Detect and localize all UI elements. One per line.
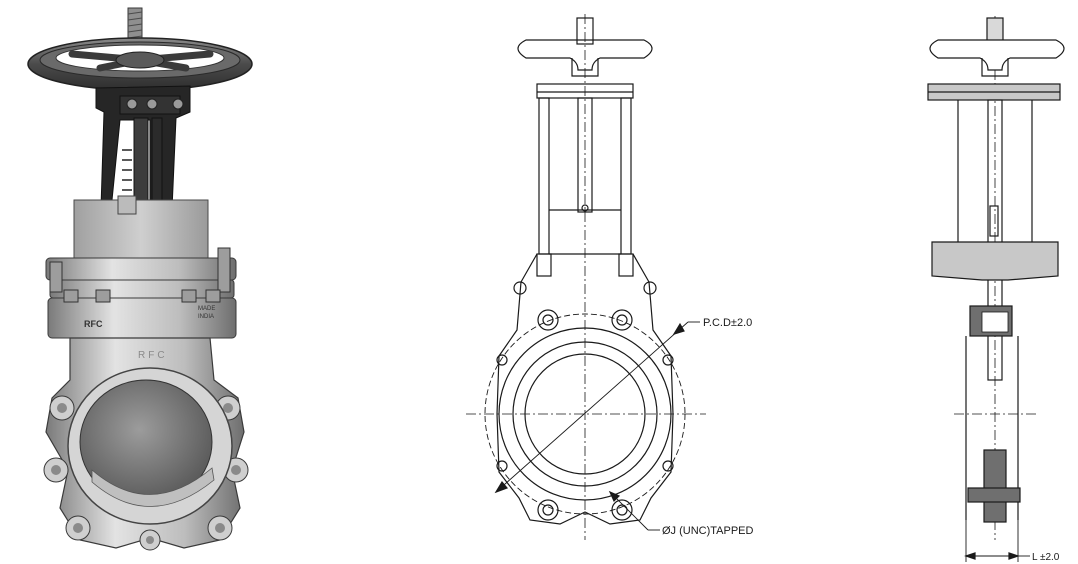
- plate-line2: INDIA: [198, 314, 214, 320]
- pcd-dimension-line: [495, 321, 689, 493]
- side-bottom-bolt: [983, 449, 1007, 523]
- front-handwheel: [517, 39, 653, 71]
- front-stem: [577, 97, 593, 213]
- plate-line1: MADE: [198, 306, 215, 312]
- body-letters: RFC: [138, 350, 168, 361]
- front-centerlines: [466, 14, 706, 540]
- stem-spring: [117, 149, 137, 215]
- tapped-label: ØJ (UNC)TAPPED: [662, 525, 754, 537]
- front-mid-ring: [512, 341, 658, 487]
- packing-gland: RFC MADE INDIA: [45, 247, 237, 339]
- side-bottom-flange: [967, 487, 1021, 503]
- front-outer-ring: [498, 327, 672, 501]
- handwheel: [27, 37, 253, 91]
- front-lug-holes: [496, 309, 674, 521]
- front-stem-top: [576, 17, 594, 45]
- front-pcd-circle: [484, 313, 686, 515]
- length-label: L ±2.0: [1032, 552, 1060, 563]
- front-yoke-right-post: [620, 97, 632, 255]
- side-bonnet-section: [931, 241, 1059, 281]
- valve-body: RFC: [43, 337, 249, 551]
- valve-3d-illustration: RFC MADE INDIA RFC: [27, 7, 253, 551]
- side-handwheel: [929, 39, 1065, 71]
- front-yoke-left-post: [538, 97, 550, 255]
- front-bore: [524, 353, 646, 475]
- side-view-drawing: L ±2.0: [927, 16, 1065, 563]
- front-view-drawing: P.C.D±2.0 ØJ (UNC)TAPPED: [466, 14, 754, 540]
- flange-logo: RFC: [84, 319, 103, 329]
- pcd-label: P.C.D±2.0: [703, 317, 752, 329]
